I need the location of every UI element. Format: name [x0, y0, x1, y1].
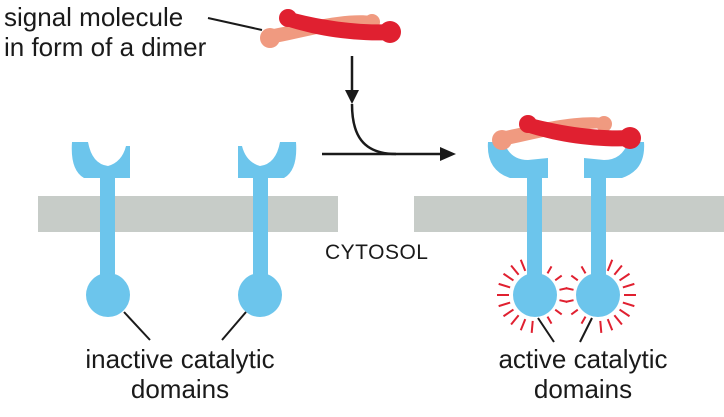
receptor-active-left [487, 142, 557, 317]
receptor-inactive-right [238, 142, 297, 317]
signal-monomer-dark [279, 9, 401, 43]
left-outer-spike-8 [510, 264, 520, 276]
right-outer-spike-9 [606, 318, 614, 331]
membrane-left [38, 196, 338, 232]
active-leader-right [579, 317, 593, 343]
receptor-inactive-left [71, 142, 130, 317]
left-outer-spike-9 [519, 259, 527, 272]
signal-dimer-bound [492, 115, 641, 150]
inactive-leader-right [221, 311, 247, 341]
membrane-right [414, 196, 724, 232]
right-inner-spike-0 [580, 316, 587, 325]
inactive-domains-label: inactive catalytic domains [60, 344, 300, 404]
right-outer-spike-2 [613, 264, 623, 276]
inactive-label-line2: domains [130, 374, 230, 404]
left-outer-spike-2 [510, 314, 520, 326]
right-outer-spike-10 [599, 320, 603, 333]
signal-dimer-free [260, 9, 401, 48]
left-outer-spike-0 [530, 320, 534, 333]
cytosol-label: CYTOSOL [325, 241, 429, 264]
left-inner-spike-4 [554, 308, 563, 316]
right-inner-spike-4 [570, 274, 579, 282]
left-inner-spike-5 [546, 316, 553, 325]
active-label-line2: domains [533, 374, 633, 404]
activation-arrow [322, 56, 456, 161]
active-domains-label: active catalytic domains [468, 344, 698, 404]
right-outer-spike-4 [622, 282, 635, 289]
signal-label-line2: in form of a dimer [4, 32, 207, 62]
active-leader-left [537, 317, 555, 343]
right-outer-spike-1 [606, 259, 614, 272]
receptor-active-right [576, 142, 645, 317]
left-outer-spike-1 [519, 318, 527, 331]
signal-molecule-label: signal molecule in form of a dimer [4, 2, 206, 62]
right-inner-spike-5 [580, 265, 587, 274]
right-inner-spike-1 [570, 308, 579, 316]
signal-leader-line [207, 17, 263, 31]
right-outer-spike-7 [618, 308, 631, 318]
left-inner-spike-0 [546, 265, 553, 274]
right-inner-spike-2 [565, 299, 574, 303]
right-inner-spike-3 [565, 287, 574, 291]
right-outer-spike-6 [622, 301, 635, 308]
left-inner-spike-1 [554, 274, 563, 282]
right-outer-spike-8 [613, 314, 623, 326]
left-outer-spike-7 [502, 272, 515, 282]
left-outer-spike-3 [502, 308, 515, 318]
inactive-label-line1: inactive catalytic [85, 344, 275, 374]
inactive-leader-left [123, 311, 151, 341]
right-outer-spike-3 [618, 272, 631, 282]
left-outer-spike-4 [498, 301, 511, 308]
left-outer-spike-6 [498, 282, 511, 289]
active-label-line1: active catalytic [498, 344, 668, 374]
signal-label-line1: signal molecule [4, 2, 184, 32]
bound-monomer-dark [519, 115, 641, 149]
